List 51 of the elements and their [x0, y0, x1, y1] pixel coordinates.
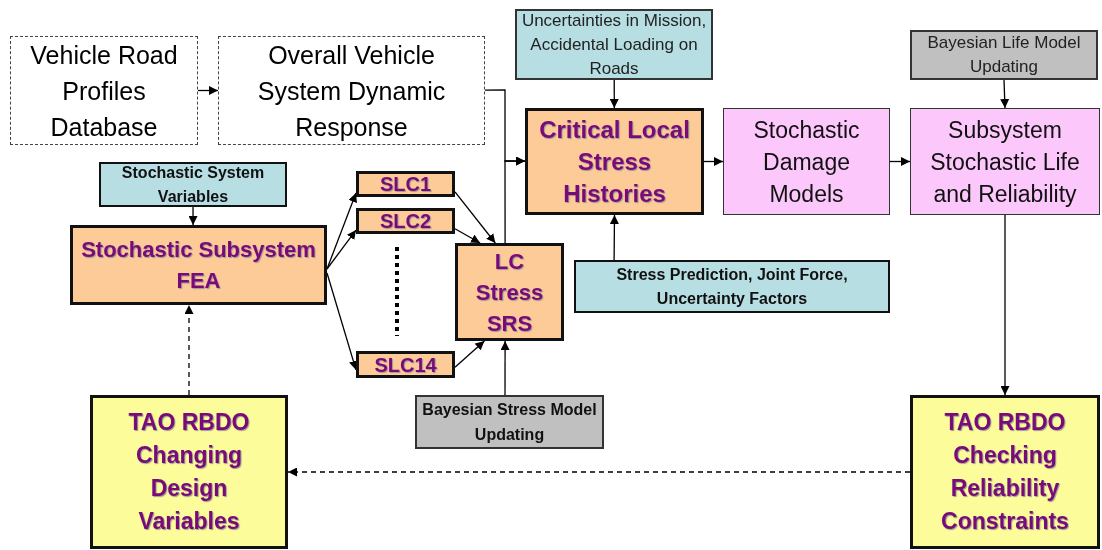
arrow	[326, 192, 357, 270]
arrow	[609, 79, 619, 109]
process-box	[723, 108, 890, 215]
box-label: LC Stress SRS	[474, 247, 545, 338]
dashed-arrow	[287, 467, 911, 477]
process-box	[218, 36, 485, 145]
box-label: Bayesian Stress Model Updating	[421, 400, 598, 445]
process-box	[356, 171, 455, 197]
process-box	[910, 108, 1100, 215]
box-label: SLC1	[378, 174, 433, 194]
box-label: Stochastic System Variables	[120, 162, 266, 207]
arrow	[1000, 214, 1010, 396]
process-box	[70, 225, 327, 305]
arrow	[454, 191, 496, 244]
box-label: Subsystem Stochastic Life and Reliability	[929, 115, 1081, 209]
arrow	[1000, 79, 1010, 109]
arrow	[326, 272, 358, 371]
arrow	[326, 229, 357, 270]
process-box	[90, 395, 288, 549]
box-label: SLC2	[378, 211, 433, 231]
box-label: Critical Local Stress Histories	[538, 114, 691, 209]
process-box	[910, 395, 1100, 549]
box-label: Overall Vehicle System Dynamic Response	[256, 39, 447, 143]
arrow	[609, 214, 619, 261]
arrow	[703, 157, 724, 166]
arrow	[504, 156, 526, 244]
box-label: Vehicle Road Profiles Database	[29, 39, 179, 143]
process-box	[415, 395, 604, 449]
process-box	[910, 30, 1098, 80]
arrow	[454, 228, 481, 244]
process-box	[10, 36, 198, 145]
box-label: Stress Prediction, Joint Force, Uncertainty Factors	[615, 264, 849, 309]
box-label: Stochastic Subsystem FEA	[80, 236, 317, 295]
dashed-arrow	[184, 304, 194, 396]
box-label: Bayesian Life Model Updating	[926, 32, 1082, 78]
arrow	[889, 157, 911, 166]
process-box	[99, 162, 287, 207]
box-label: Uncertainties in Mission, Accidental Loading on Roads	[520, 9, 708, 80]
arrow	[454, 340, 486, 368]
process-box	[574, 260, 890, 313]
box-label: TAO RBDO Changing Design Variables	[127, 408, 251, 536]
arrow	[197, 86, 219, 95]
process-box	[455, 243, 564, 341]
arrow	[188, 206, 198, 226]
process-box	[356, 351, 455, 378]
process-box	[525, 108, 704, 215]
process-box	[356, 208, 455, 234]
box-label: Stochastic Damage Models	[752, 115, 861, 209]
box-label: TAO RBDO Checking Reliability Constraints	[940, 408, 1070, 536]
arrow	[500, 340, 510, 396]
box-label: SLC14	[373, 354, 438, 375]
